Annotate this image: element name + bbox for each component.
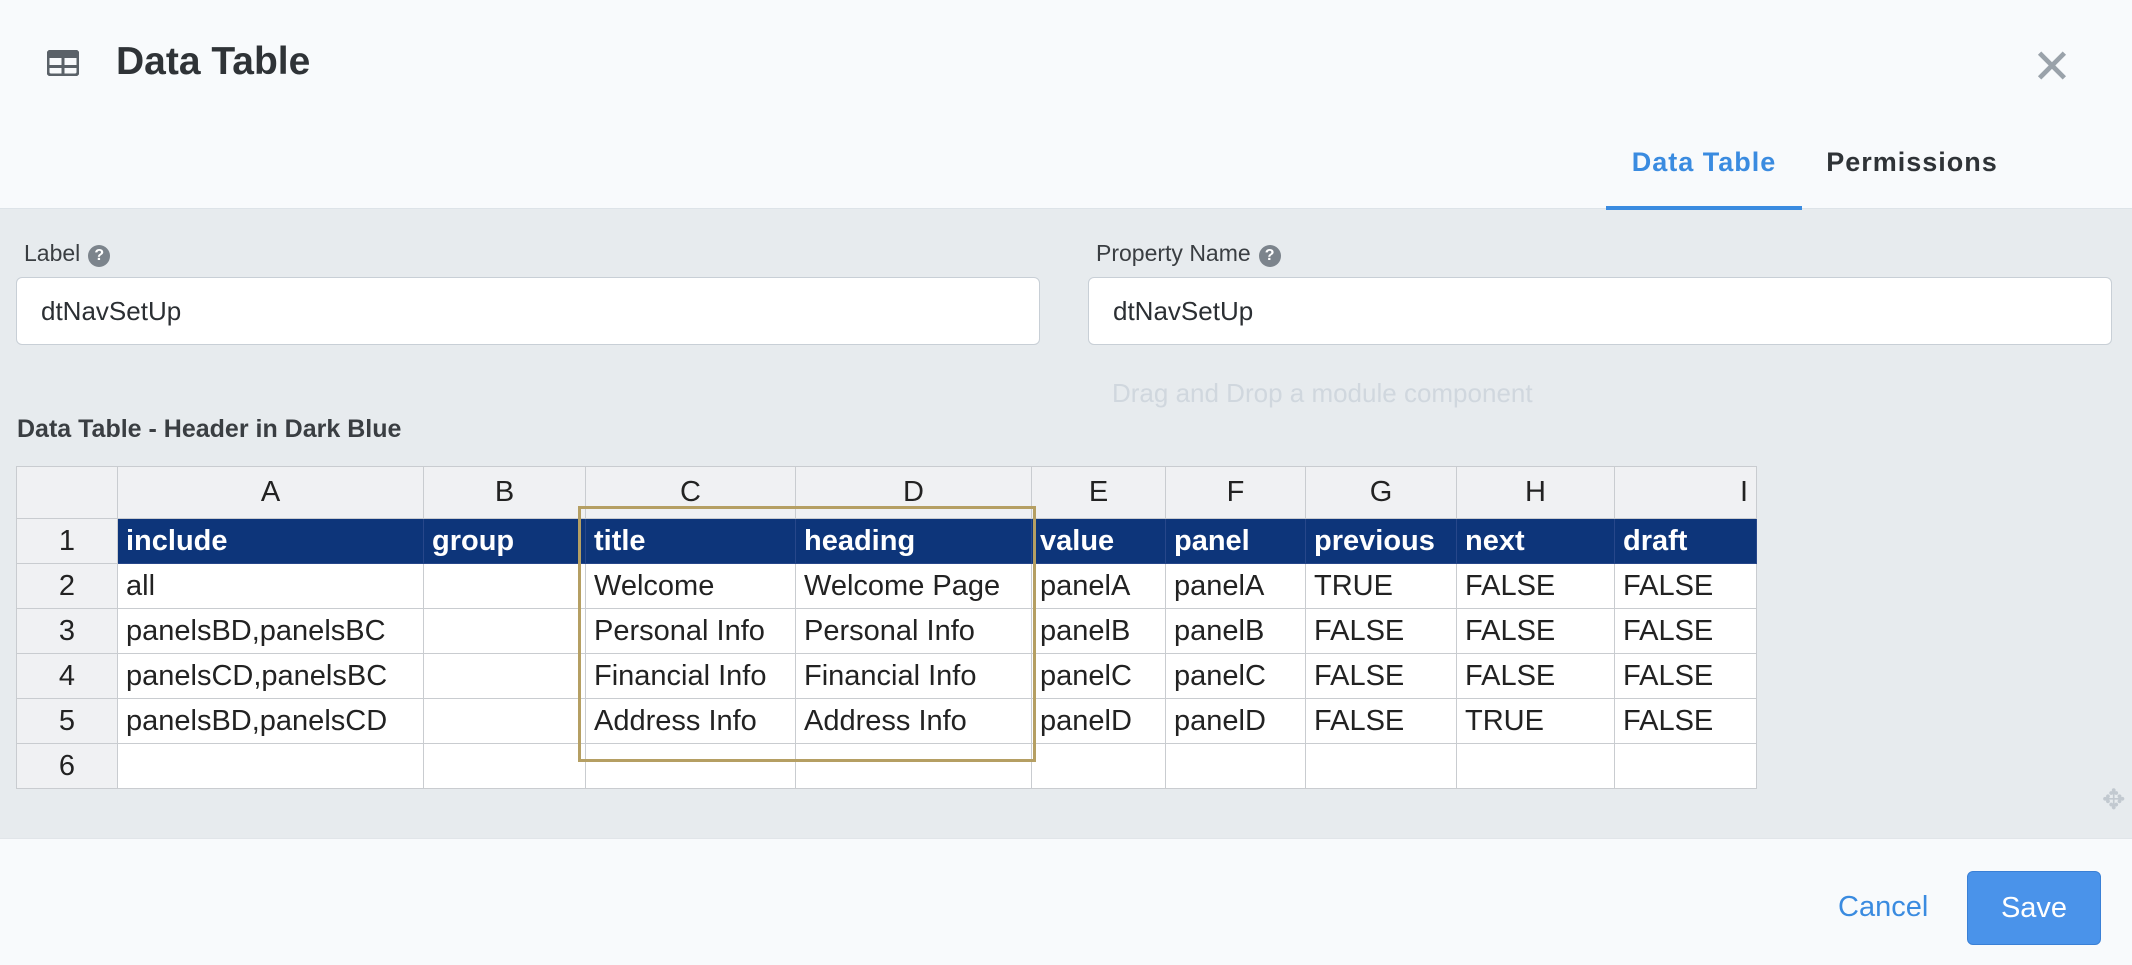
column-header-g[interactable]: G xyxy=(1305,466,1457,519)
table-cell[interactable]: FALSE xyxy=(1614,563,1757,609)
data-table-section-title: Data Table - Header in Dark Blue xyxy=(17,415,402,443)
table-cell[interactable]: FALSE xyxy=(1456,608,1615,654)
column-header-f[interactable]: F xyxy=(1165,466,1306,519)
table-cell[interactable]: Personal Info xyxy=(585,608,796,654)
table-cell[interactable]: next xyxy=(1456,518,1615,564)
table-cell[interactable] xyxy=(423,563,586,609)
table-cell[interactable]: Welcome Page xyxy=(795,563,1032,609)
data-table-icon xyxy=(47,50,79,76)
column-header-b[interactable]: B xyxy=(423,466,586,519)
property-name-text: Property Name xyxy=(1096,240,1251,266)
table-cell[interactable]: FALSE xyxy=(1614,608,1757,654)
table-cell[interactable]: group xyxy=(423,518,586,564)
tab-permissions[interactable]: Permissions xyxy=(1826,147,1998,177)
label-field-text: Label xyxy=(24,240,81,266)
tab-data-table[interactable]: Data Table xyxy=(1606,140,1802,210)
help-icon[interactable]: ? xyxy=(88,245,111,267)
row-header[interactable]: 2 xyxy=(16,563,118,609)
table-cell[interactable]: Financial Info xyxy=(585,653,796,699)
table-cell[interactable]: panelD xyxy=(1165,698,1306,744)
table-cell[interactable]: FALSE xyxy=(1456,563,1615,609)
table-row: 6 xyxy=(16,743,1757,789)
table-cell[interactable]: FALSE xyxy=(1614,698,1757,744)
table-cell[interactable]: Address Info xyxy=(795,698,1032,744)
row-header[interactable]: 6 xyxy=(16,743,118,789)
table-cell[interactable]: Personal Info xyxy=(795,608,1032,654)
table-cell[interactable]: panelsBD,panelsBC xyxy=(117,608,424,654)
table-cell[interactable]: heading xyxy=(795,518,1032,564)
property-name-field-label: Property Name? xyxy=(1096,240,1281,267)
column-header-h[interactable]: H xyxy=(1456,466,1615,519)
modal-title: Data Table xyxy=(116,40,311,83)
table-cell[interactable]: all xyxy=(117,563,424,609)
property-name-input[interactable] xyxy=(1088,277,2112,345)
table-cell[interactable]: panelB xyxy=(1031,608,1166,654)
table-cell[interactable]: panelsCD,panelsBC xyxy=(117,653,424,699)
table-cell[interactable] xyxy=(1031,743,1166,789)
table-cell[interactable]: panelA xyxy=(1165,563,1306,609)
table-cell[interactable] xyxy=(423,608,586,654)
label-input[interactable] xyxy=(16,277,1040,345)
table-cell[interactable]: panelD xyxy=(1031,698,1166,744)
drag-drop-hint: Drag and Drop a module component xyxy=(1112,378,1533,408)
row-header[interactable]: 4 xyxy=(16,653,118,699)
table-cell[interactable]: panelC xyxy=(1165,653,1306,699)
table-cell[interactable] xyxy=(585,743,796,789)
move-icon: ✥ xyxy=(2102,784,2126,815)
column-header-a[interactable]: A xyxy=(117,466,424,519)
table-cell[interactable]: previous xyxy=(1305,518,1457,564)
table-cell[interactable] xyxy=(795,743,1032,789)
table-cell[interactable]: panelC xyxy=(1031,653,1166,699)
table-cell[interactable] xyxy=(423,743,586,789)
table-cell[interactable]: Financial Info xyxy=(795,653,1032,699)
save-button[interactable]: Save xyxy=(1967,871,2101,945)
column-header-i[interactable]: I xyxy=(1614,466,1757,519)
table-cell[interactable]: FALSE xyxy=(1456,653,1615,699)
table-cell[interactable] xyxy=(1305,743,1457,789)
modal-footer: Cancel Save xyxy=(0,838,2132,965)
table-cell[interactable] xyxy=(1456,743,1615,789)
table-cell[interactable]: panel xyxy=(1165,518,1306,564)
table-cell[interactable]: value xyxy=(1031,518,1166,564)
table-cell[interactable]: TRUE xyxy=(1456,698,1615,744)
table-cell[interactable] xyxy=(1165,743,1306,789)
modal-header: Data Table ✕ Data Table Permissions xyxy=(0,0,2132,210)
help-icon[interactable]: ? xyxy=(1258,245,1281,267)
table-cell[interactable]: panelA xyxy=(1031,563,1166,609)
table-cell[interactable]: FALSE xyxy=(1614,653,1757,699)
column-header-e[interactable]: E xyxy=(1031,466,1166,519)
close-icon[interactable]: ✕ xyxy=(2031,41,2073,94)
corner-cell[interactable] xyxy=(16,466,118,519)
table-cell[interactable]: TRUE xyxy=(1305,563,1457,609)
table-cell[interactable] xyxy=(1614,743,1757,789)
table-cell[interactable]: draft xyxy=(1614,518,1757,564)
column-header-d[interactable]: D xyxy=(795,466,1032,519)
table-cell[interactable]: panelB xyxy=(1165,608,1306,654)
label-field-label: Label? xyxy=(24,240,111,267)
table-cell[interactable]: FALSE xyxy=(1305,698,1457,744)
column-header-c[interactable]: C xyxy=(585,466,796,519)
cancel-button[interactable]: Cancel xyxy=(1838,891,1929,923)
table-cell[interactable] xyxy=(423,653,586,699)
table-cell[interactable] xyxy=(117,743,424,789)
table-cell[interactable]: title xyxy=(585,518,796,564)
row-header[interactable]: 3 xyxy=(16,608,118,654)
table-cell[interactable]: Address Info xyxy=(585,698,796,744)
row-header[interactable]: 1 xyxy=(16,518,118,564)
row-header[interactable]: 5 xyxy=(16,698,118,744)
table-cell[interactable]: include xyxy=(117,518,424,564)
table-cell[interactable] xyxy=(423,698,586,744)
table-cell[interactable]: panelsBD,panelsCD xyxy=(117,698,424,744)
table-cell[interactable]: FALSE xyxy=(1305,608,1457,654)
table-cell[interactable]: FALSE xyxy=(1305,653,1457,699)
table-cell[interactable]: Welcome xyxy=(585,563,796,609)
